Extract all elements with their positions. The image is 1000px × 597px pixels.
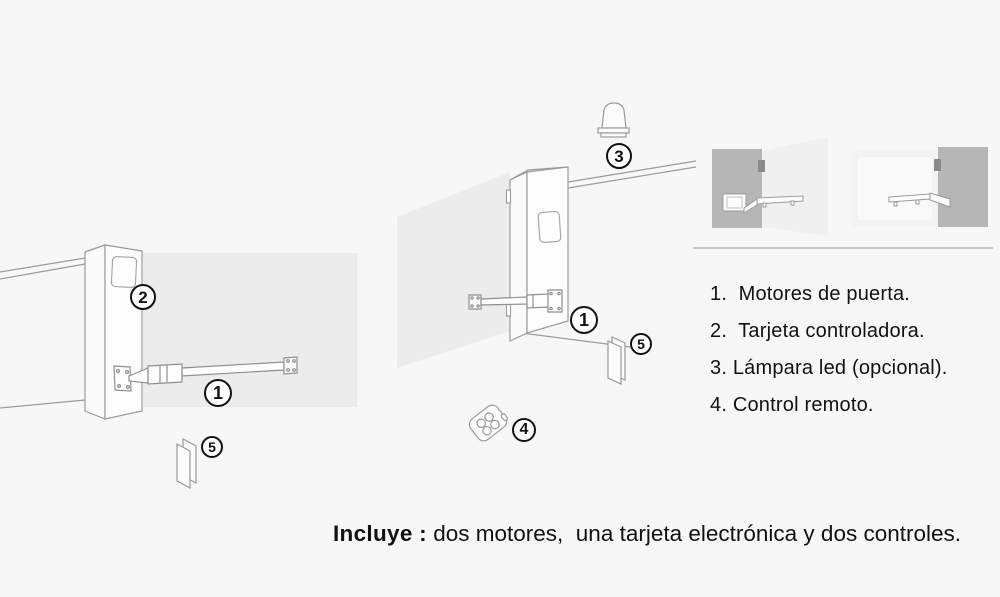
marker-5-card-middle: 5 bbox=[630, 333, 652, 355]
electronic-card-middle bbox=[607, 336, 626, 385]
electronic-card-left bbox=[176, 437, 197, 490]
motor-rod bbox=[480, 296, 528, 306]
parts-list: 1. Motores de puerta. 2. Tarjeta control… bbox=[710, 283, 948, 431]
gate-panel-middle bbox=[397, 172, 510, 368]
lamp-dome bbox=[601, 102, 627, 129]
caption-label: Incluye : bbox=[333, 521, 427, 546]
remote-button bbox=[482, 425, 492, 436]
parts-list-item: 3. Lámpara led (opcional). bbox=[710, 357, 948, 379]
marker-1-motor-left: 1 bbox=[204, 379, 232, 407]
motor-actuator-left bbox=[113, 356, 298, 392]
remote-button bbox=[476, 418, 487, 429]
post-bracket bbox=[547, 289, 563, 313]
inset1-motor-arm bbox=[743, 198, 758, 214]
control-panel-box bbox=[110, 255, 138, 289]
inset-gate-closed bbox=[852, 147, 988, 227]
wall-lines-right bbox=[567, 160, 697, 189]
motor-body bbox=[526, 293, 551, 309]
gate-post-middle bbox=[505, 166, 569, 342]
remote-side-tab bbox=[500, 413, 509, 422]
inset1-post bbox=[712, 149, 762, 228]
marker-2-controller: 2 bbox=[130, 284, 156, 310]
inset2-hinge bbox=[934, 159, 941, 171]
middle-gate-diagram bbox=[397, 102, 697, 442]
control-panel-box-middle bbox=[537, 210, 562, 243]
gate-post-left bbox=[84, 244, 143, 420]
remote-button bbox=[490, 419, 500, 430]
motor-body bbox=[147, 363, 183, 385]
inset1-control-box bbox=[722, 193, 747, 212]
inset1-hinge bbox=[758, 160, 765, 172]
inset-diagrams bbox=[693, 137, 993, 249]
included-items-caption: Incluye : dos motores, una tarjeta elect… bbox=[333, 521, 961, 547]
parts-list-item: 4. Control remoto. bbox=[710, 394, 874, 416]
inset-gate-open bbox=[712, 137, 828, 236]
parts-list-item: 1. Motores de puerta. bbox=[710, 283, 911, 305]
marker-5-card-left: 5 bbox=[201, 436, 223, 458]
led-lamp bbox=[597, 102, 630, 138]
inset1-gate-leaf bbox=[762, 137, 828, 236]
parts-list-item: 2. Tarjeta controladora. bbox=[710, 320, 925, 342]
gate-panel-left bbox=[143, 253, 357, 407]
hinge-mark-top bbox=[505, 189, 512, 204]
marker-1-motor-middle: 1 bbox=[570, 306, 598, 334]
caption-text: dos motores, una tarjeta electrónica y d… bbox=[426, 521, 962, 546]
wall-lines-left-top bbox=[0, 257, 86, 280]
remote-control bbox=[468, 404, 509, 442]
motor-actuator-middle bbox=[468, 289, 563, 313]
wall-line-left-bottom bbox=[0, 399, 86, 409]
lamp-base bbox=[597, 127, 630, 134]
left-gate-diagram bbox=[0, 244, 357, 490]
marker-4-remote: 4 bbox=[512, 418, 536, 442]
remote-button bbox=[484, 412, 494, 422]
inset2-post bbox=[938, 147, 988, 227]
marker-3-lamp: 3 bbox=[606, 143, 632, 169]
